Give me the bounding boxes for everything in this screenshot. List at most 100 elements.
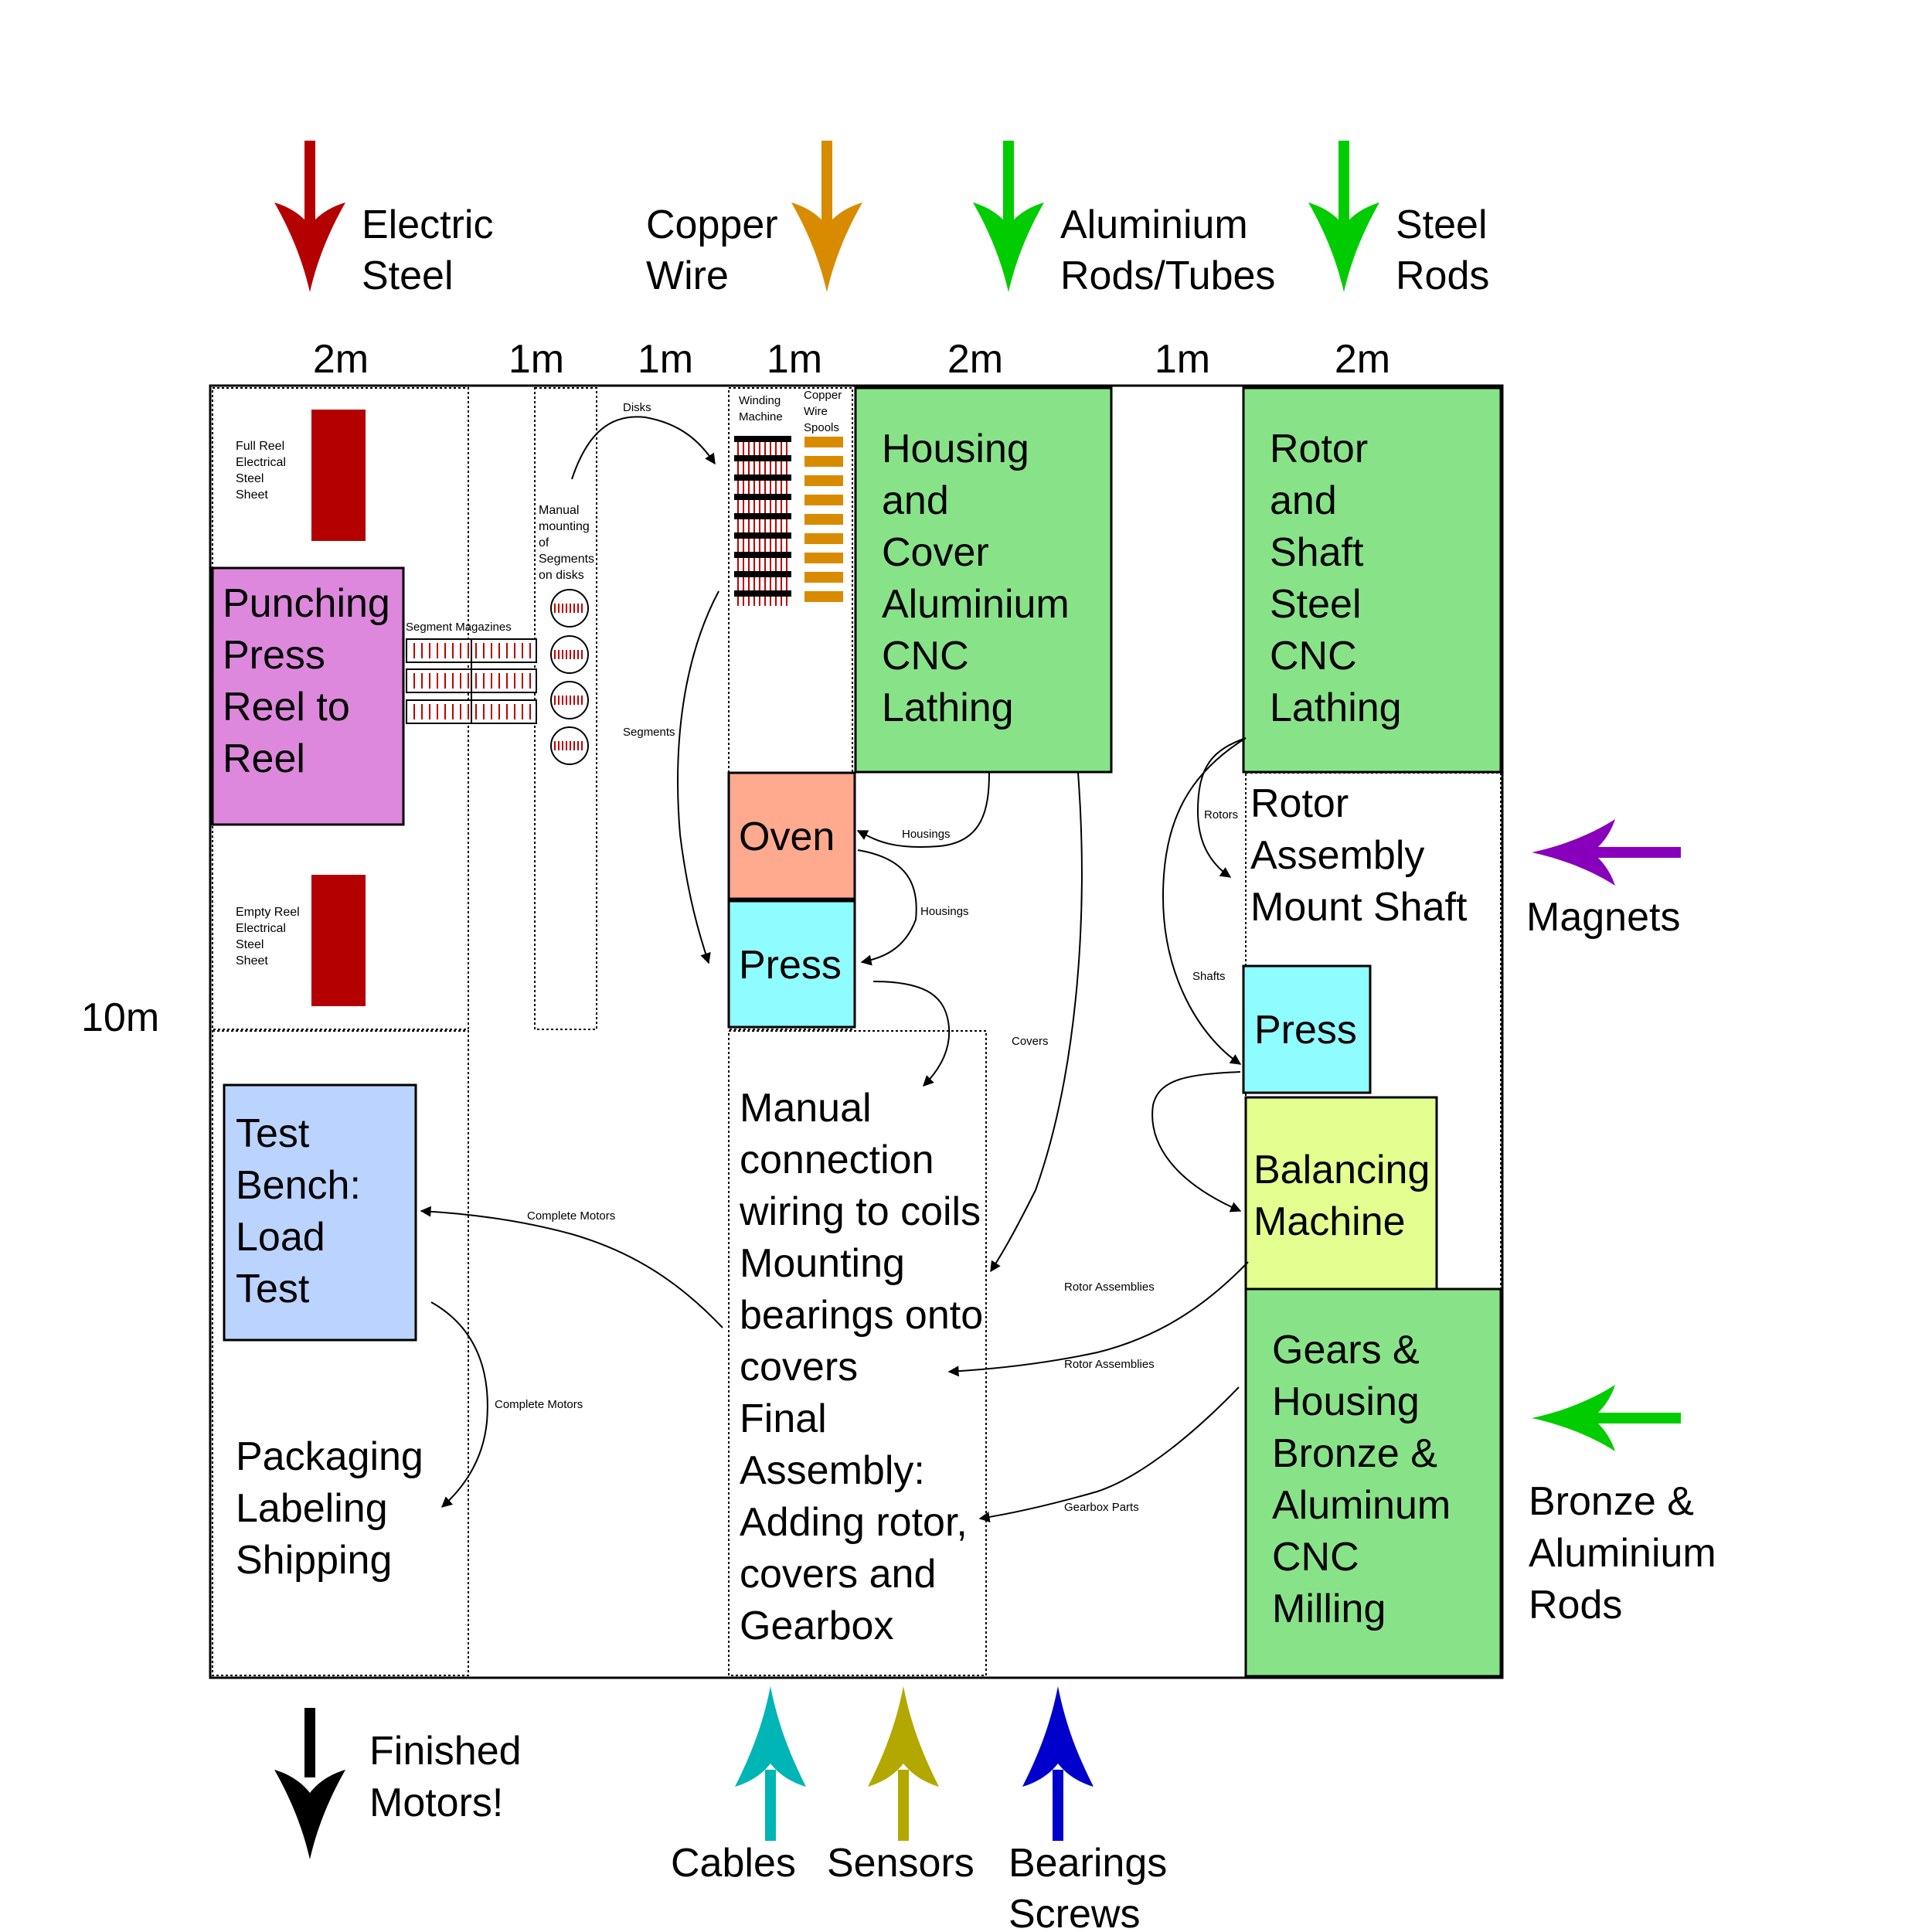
input-label: Bronze & Aluminium Rods [1529, 1479, 1727, 1628]
arrow-shaft [1053, 1770, 1063, 1841]
svg-text:Rotors: Rotors [1204, 808, 1238, 821]
flow-disks [571, 416, 716, 480]
arrow-shaft [765, 1770, 776, 1841]
input-label-line: Magnets [1526, 895, 1680, 940]
dim-col-5: 2m [947, 337, 1003, 382]
svg-text:Covers: Covers [1012, 1035, 1049, 1048]
dim-col-4: 1m [767, 337, 822, 382]
dim-col-2: 1m [509, 337, 564, 382]
svg-text:Segments: Segments [623, 726, 675, 739]
svg-text:Housings: Housings [902, 828, 951, 841]
housing-cnc-label: Housing and Cover Aluminium CNC Lathing [882, 427, 1080, 730]
input-magnets: Magnets [1526, 819, 1681, 940]
winding-machine [734, 436, 791, 606]
rotor-assembly-label: Rotor Assembly Mount Shaft [1250, 781, 1468, 930]
flow-arrows [420, 416, 1249, 1522]
flow-shafts [1162, 737, 1247, 1065]
punching-press-station [211, 566, 405, 826]
input-sensors: Sensors [827, 1686, 975, 1886]
dim-col-1: 2m [313, 337, 369, 382]
input-bronze-aluminium-rods: Bronze & Aluminium Rods [1529, 1385, 1727, 1628]
svg-text:Housings: Housings [920, 905, 969, 918]
arrow-head-up-icon [1022, 1686, 1094, 1787]
dim-col-6: 1m [1155, 337, 1210, 382]
arrow-head-down-icon [274, 202, 345, 292]
segment-ticks [413, 643, 531, 719]
input-label-line: Steel [1396, 202, 1488, 247]
flow-rotor-assemblies [947, 1261, 1249, 1377]
arrow-shaft [1592, 847, 1681, 858]
full-reel-label: Full Reel Electrical Steel Sheet [236, 440, 289, 502]
winding-machine-label: Winding Machine [739, 394, 784, 423]
input-bearings-screws: Bearings Screws [1009, 1686, 1167, 1932]
arrow-head-left-icon [1532, 1385, 1615, 1451]
housing-cnc-station [854, 386, 1113, 774]
output-label: Finished Motors! [369, 1729, 532, 1825]
segment-disks [550, 589, 589, 765]
arrow-head-down-icon [274, 1770, 345, 1859]
input-label-line: Sensors [827, 1841, 975, 1886]
arrow-shaft [304, 141, 315, 226]
svg-text:Shafts: Shafts [1192, 970, 1226, 983]
input-cables: Cables [671, 1686, 806, 1886]
flow-housings-2 [857, 849, 917, 966]
arrow-head-up-icon [735, 1686, 806, 1787]
flow-housings-1 [856, 772, 990, 848]
test-bench-station [223, 1083, 417, 1342]
dim-height: 10m [81, 995, 159, 1040]
rotor-cnc-label: Rotor and Shaft Steel CNC Lathing [1270, 427, 1402, 730]
balancing-machine-station [1244, 1096, 1438, 1291]
arrow-head-down-icon [791, 202, 862, 292]
svg-text:Rotor Assemblies: Rotor Assemblies [1064, 1358, 1155, 1371]
flow-press-to-assembly [872, 981, 951, 1087]
arrow-head-down-icon [1308, 202, 1379, 292]
flow-labels: Disks Segments Housings Housings Covers … [495, 401, 1238, 1514]
empty-reel-label: Empty Reel Electrical Steel Sheet [236, 906, 303, 968]
oven-station [727, 771, 856, 900]
press-right-label: Press [1254, 1008, 1357, 1053]
arrow-shaft [304, 1708, 315, 1777]
empty-reel-block [311, 875, 366, 1006]
gears-cnc-station [1244, 1287, 1502, 1678]
arrow-shaft [1003, 141, 1014, 226]
arrow-shaft [898, 1770, 909, 1841]
flow-covers [990, 772, 1083, 1273]
manual-mounting-label: Manual mounting of Segments on disks [539, 504, 598, 582]
floor-outline [209, 384, 1504, 1679]
copper-spools-label: Copper Wire Spools [804, 389, 845, 434]
packaging-label: Packaging Labeling Shipping [236, 1434, 434, 1583]
press-right-station [1242, 964, 1372, 1094]
press-left-label: Press [739, 943, 842, 988]
balancing-machine-label: Balancing Machine [1253, 1148, 1441, 1244]
rotor-cnc-station [1242, 386, 1502, 774]
full-reel-block [311, 410, 366, 541]
arrow-shaft [1338, 141, 1349, 226]
svg-text:Complete Motors: Complete Motors [495, 1398, 583, 1411]
segment-magazines-label: Segment Magazines [406, 621, 512, 634]
flow-press-to-balancing [1151, 1071, 1242, 1213]
svg-text:Rotor Assemblies: Rotor Assemblies [1064, 1281, 1155, 1294]
flow-complete-motors-2 [430, 1301, 488, 1508]
arrow-head-up-icon [868, 1686, 939, 1787]
arrow-shaft [821, 141, 832, 226]
gears-cnc-label: Gears & Housing Bronze & Aluminum CNC Mi… [1272, 1328, 1462, 1631]
svg-text:Complete Motors: Complete Motors [527, 1209, 615, 1223]
dim-col-3: 1m [638, 337, 693, 382]
input-label-line: Aluminium [1060, 202, 1248, 247]
column-dimensions: 2m 1m 1m 1m 2m 1m 2m [313, 337, 1390, 382]
input-label-line: Cables [671, 1841, 796, 1886]
oven-label: Oven [739, 815, 835, 859]
flow-rotors [1196, 737, 1247, 878]
svg-text:Gearbox Parts: Gearbox Parts [1064, 1501, 1139, 1514]
dim-col-7: 2m [1335, 337, 1390, 382]
svg-text:Disks: Disks [623, 401, 651, 414]
input-label-line: Rods [1396, 253, 1489, 298]
